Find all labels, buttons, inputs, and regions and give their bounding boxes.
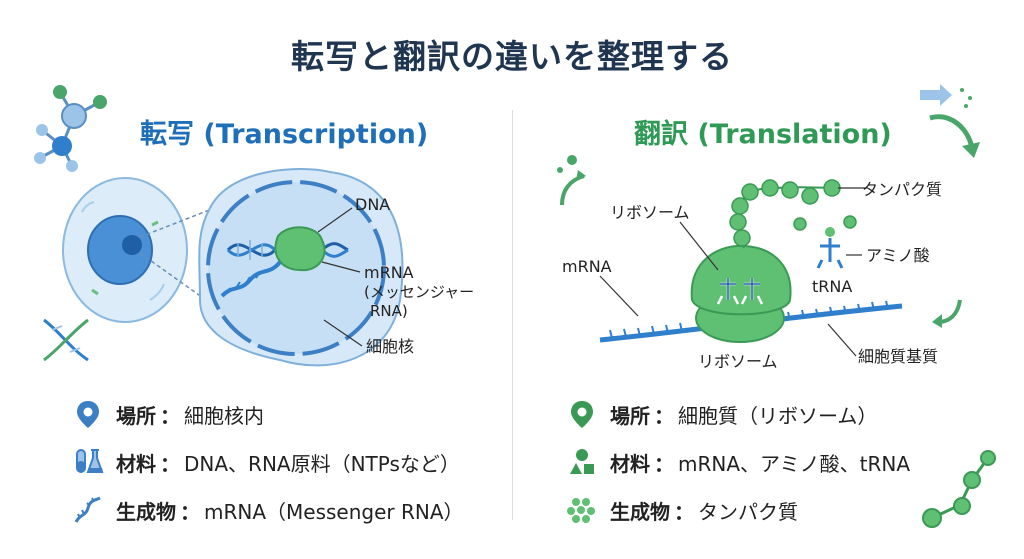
info-value: タンパク質 — [698, 499, 798, 524]
label-mrna-right: mRNA — [562, 257, 612, 276]
label-cytoplasm: 細胞質基質 — [858, 347, 938, 366]
curved-arrow-small-icon — [932, 299, 962, 328]
info-colon: ： — [654, 403, 674, 428]
label-mrna-left: mRNA — [364, 263, 414, 282]
translation-info-materials: 材料： mRNA、アミノ酸、tRNA — [566, 446, 910, 478]
info-colon: ： — [654, 451, 674, 476]
transcription-info-product: 生成物： mRNA（Messenger RNA） — [72, 494, 464, 526]
translation-info-location: 場所： 細胞質（リボソーム） — [566, 398, 877, 430]
ribosome — [690, 244, 792, 343]
label-ribosome-bottom: リボソーム — [698, 352, 778, 371]
curved-arrow-icon — [929, 114, 980, 158]
info-key: 材料 — [610, 451, 650, 476]
label-mrna-sub2: RNA) — [370, 302, 408, 320]
label-nucleus: 細胞核 — [366, 337, 414, 356]
bead-chain-icon — [922, 450, 996, 528]
test-tube-flask-icon — [76, 449, 104, 473]
label-ribosome-top: リボソーム — [610, 203, 690, 222]
dna-helix-icon — [43, 318, 89, 362]
info-colon: ： — [180, 499, 200, 524]
protein-chain — [729, 179, 857, 249]
info-key: 場所 — [116, 403, 156, 428]
transcription-heading: 転写 (Transcription) — [140, 119, 429, 150]
transcription-info-location: 場所： 細胞核内 — [72, 398, 264, 430]
info-value: 細胞質（リボソーム） — [678, 403, 878, 428]
label-trna: tRNA — [812, 277, 852, 296]
label-mrna-sub1: (メッセンジャー — [364, 283, 474, 301]
nucleus-zoom — [198, 168, 404, 367]
cell-diagram — [62, 177, 249, 331]
info-colon: ： — [160, 403, 180, 428]
info-key: 場所 — [610, 403, 650, 428]
transcription-info-materials: 材料： DNA、RNA原料（NTPsなど） — [72, 446, 460, 478]
label-protein: タンパク質 — [862, 180, 942, 199]
page-title: 転写と翻訳の違いを整理する — [291, 37, 733, 76]
translation-info-product: 生成物： タンパク質 — [566, 494, 798, 526]
location-pin-icon — [571, 401, 593, 428]
bead-cluster-icon — [567, 498, 595, 523]
molecule-icon — [34, 85, 107, 172]
info-value: mRNA（Messenger RNA） — [204, 499, 464, 524]
translation-heading: 翻訳 (Translation) — [634, 119, 892, 150]
info-key: 生成物 — [610, 499, 670, 524]
info-colon: ： — [160, 451, 180, 476]
info-value: mRNA、アミノ酸、tRNA — [678, 451, 911, 476]
label-dna: DNA — [355, 195, 390, 214]
shapes-icon — [570, 449, 594, 474]
decor-dots — [557, 155, 586, 206]
label-amino-acid: アミノ酸 — [866, 246, 930, 265]
info-value: 細胞核内 — [184, 403, 264, 428]
info-value: DNA、RNA原料（NTPsなど） — [184, 451, 460, 476]
trna-icon — [816, 227, 862, 269]
info-key: 材料 — [116, 451, 156, 476]
location-pin-icon — [77, 401, 99, 428]
arrow-right-icon — [920, 84, 972, 108]
info-key: 生成物 — [116, 499, 176, 524]
section-divider — [512, 110, 513, 520]
rna-strand-icon — [74, 496, 101, 523]
info-colon: ： — [674, 499, 694, 524]
